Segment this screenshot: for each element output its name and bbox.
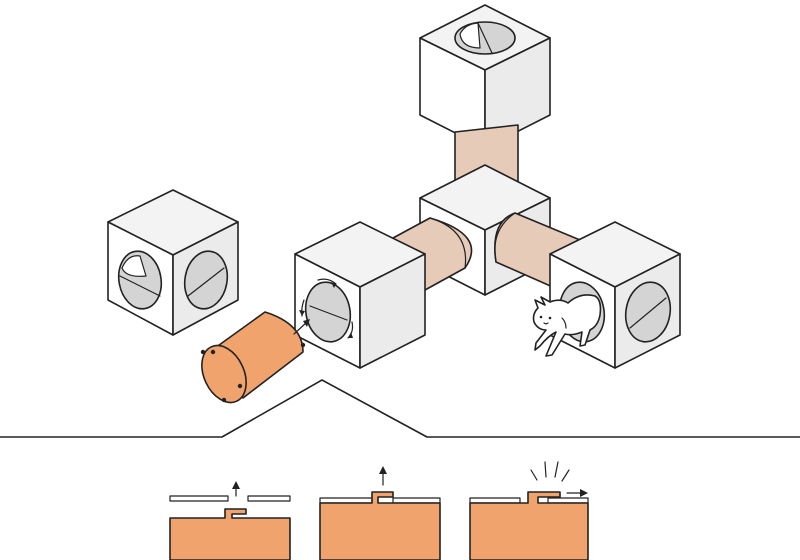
- flash-lines-icon: [530, 461, 570, 482]
- up-arrow-icon: [379, 466, 387, 486]
- left-cube: [107, 189, 239, 336]
- step-2-panel: [319, 466, 441, 560]
- rotate-arrows-icon: [299, 278, 354, 339]
- orange-tube: [200, 311, 306, 404]
- section-divider: [0, 379, 800, 438]
- right-cube-hole-right: [624, 281, 672, 343]
- front-cube: [294, 221, 426, 369]
- top-cube-hole: [454, 21, 516, 55]
- right-arrow-icon: [566, 489, 588, 497]
- front-cube-hole: [304, 281, 352, 343]
- up-arrow-icon: [232, 481, 240, 497]
- step-1-panel: [169, 481, 291, 560]
- left-tube: [392, 217, 473, 291]
- cat-icon: [532, 294, 602, 357]
- top-cube: [419, 4, 551, 149]
- left-cube-hole-right: [183, 250, 229, 310]
- insert-arrow-icon: [293, 319, 310, 335]
- right-cube: [549, 221, 681, 369]
- step-3-panel: [469, 461, 589, 560]
- left-cube-hole-left: [117, 250, 163, 310]
